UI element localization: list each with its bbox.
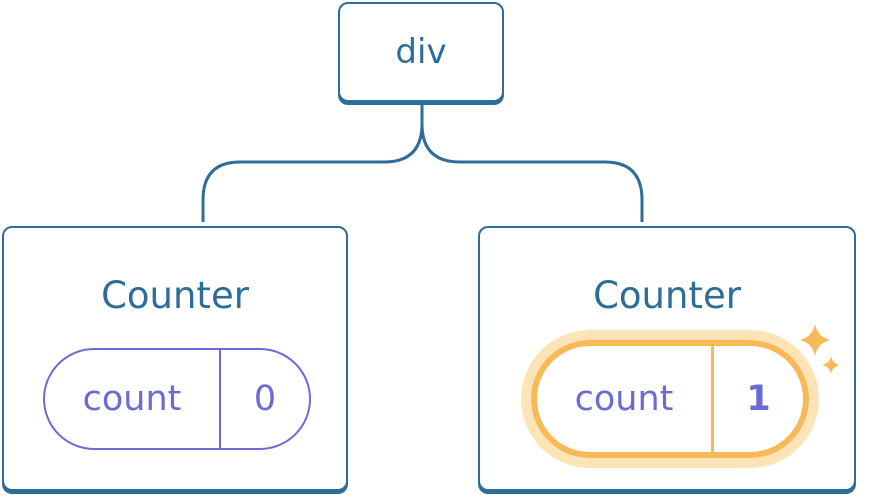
sparkle-icon	[800, 324, 840, 374]
counter-node-left: Counter count 0	[2, 226, 348, 491]
counter-node-right: Counter count 1	[478, 226, 856, 491]
state-key-right: count	[537, 346, 714, 452]
state-key-left: count	[45, 350, 221, 448]
root-div-label: div	[395, 32, 447, 72]
root-div-node: div	[338, 2, 504, 102]
counter-title-left: Counter	[101, 274, 249, 317]
state-pill-left: count 0	[43, 348, 311, 450]
counter-title-right: Counter	[593, 274, 741, 317]
state-value-left: 0	[253, 379, 277, 419]
state-value-right: 1	[746, 379, 771, 419]
state-pill-right-highlighted: count 1	[531, 340, 809, 458]
